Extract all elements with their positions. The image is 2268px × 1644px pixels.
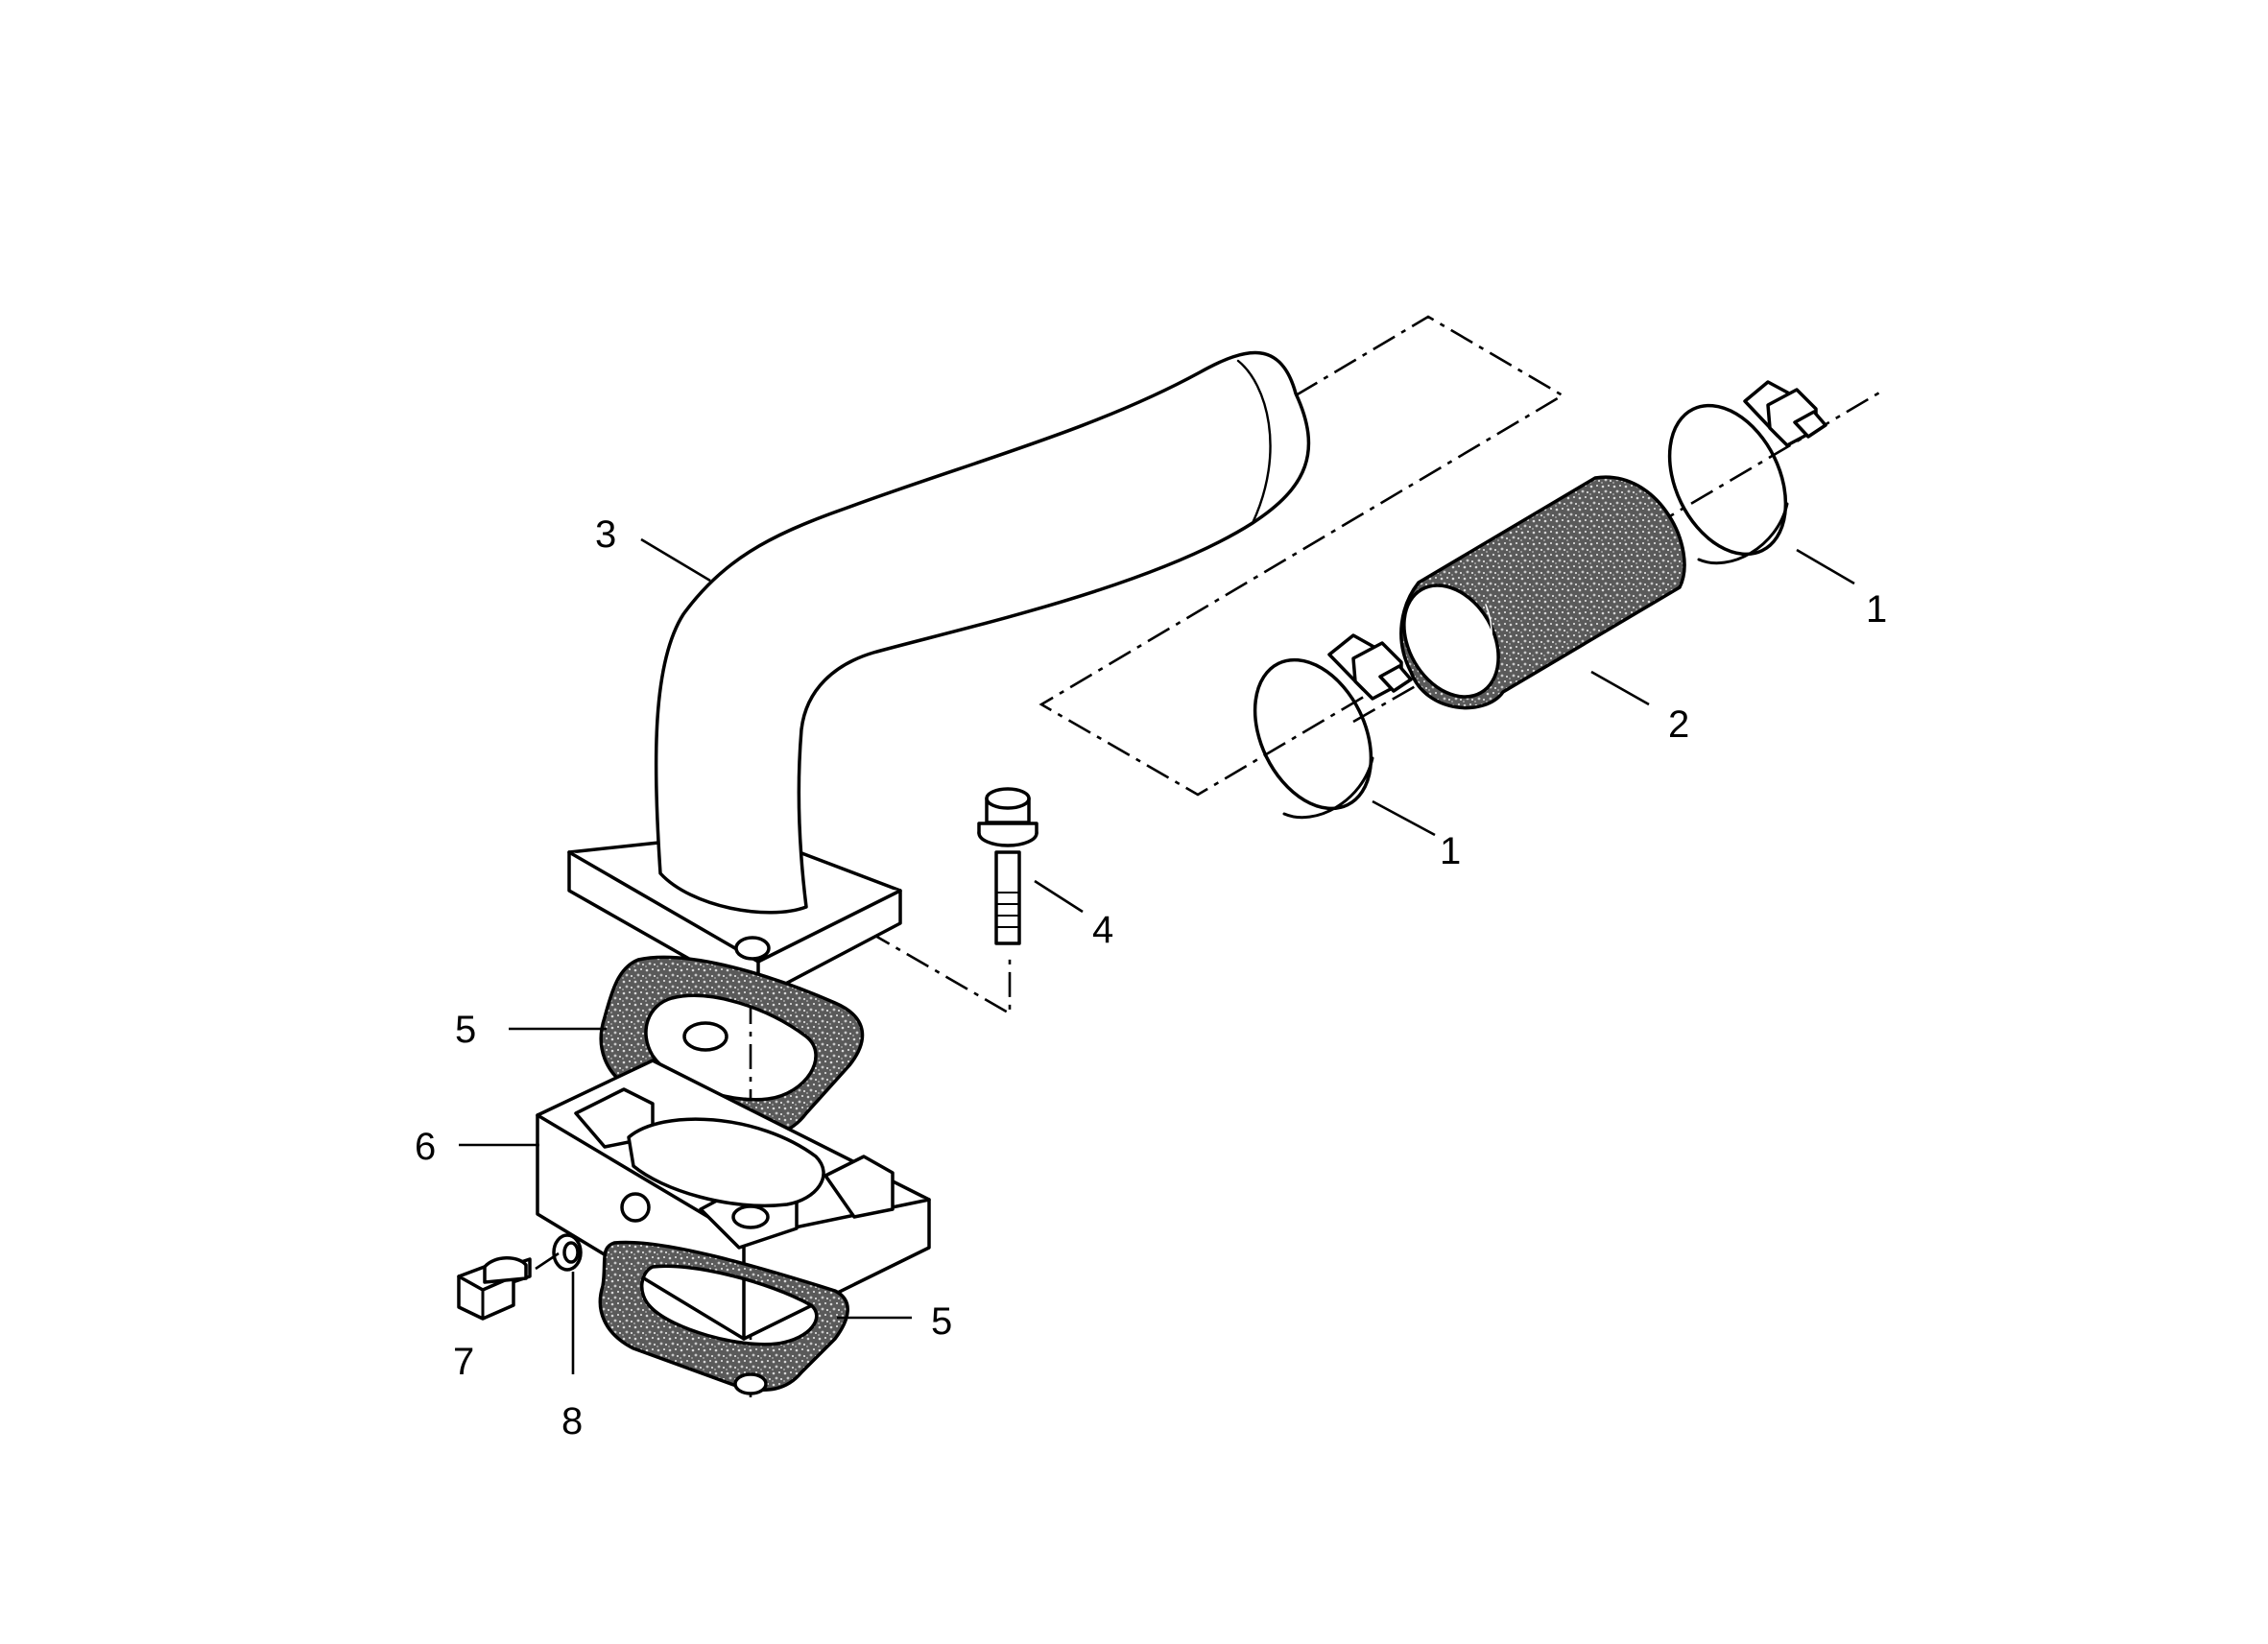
flange-bolt-part-4 [977,787,1039,945]
callout-labels: 3 4 5 6 5 7 8 1 2 1 [415,513,1887,1442]
rubber-hose-part-2 [1399,475,1686,710]
hose-clamp-upper-part-1 [1667,380,1827,565]
callout-4: 4 [1092,909,1113,951]
washer-part-8 [552,1233,583,1272]
callout-2: 2 [1668,703,1689,746]
callout-6: 6 [415,1126,436,1168]
callout-8: 8 [561,1400,583,1442]
spacer-block-part-6 [536,1059,931,1341]
callout-7: 7 [453,1341,474,1383]
callout-3: 3 [595,513,616,556]
callout-1-upper: 1 [1866,588,1887,631]
callout-1-lower: 1 [1440,830,1461,872]
hose-clamp-lower-part-1 [1253,633,1413,820]
drain-plug-part-7 [457,1256,532,1321]
leader-lines [459,537,1855,1374]
bent-pipe-part-3 [567,350,1311,1000]
callout-5-upper: 5 [455,1009,476,1051]
callout-5-lower: 5 [931,1300,952,1343]
lower-gasket-part-5 [598,1240,849,1395]
